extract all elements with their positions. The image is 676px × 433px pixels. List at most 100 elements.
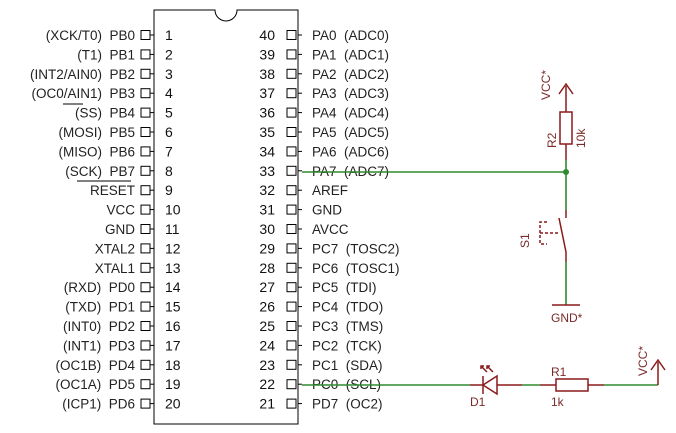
pin-33-pad [286, 165, 297, 176]
pin-25-name: PC3 (TMS) [312, 319, 383, 334]
pin-6-pad [140, 127, 151, 137]
pin-35-number: 35 [259, 124, 275, 140]
pin-31-number: 31 [259, 202, 275, 218]
pin-27-pad [286, 282, 297, 293]
pin-10-pad [140, 204, 151, 215]
pin-40-name: PA0 (ADC0) [312, 28, 389, 43]
pin-10-number: 10 [165, 202, 181, 218]
pin-31-name: GND [312, 203, 342, 218]
pin-12-pad [140, 243, 151, 254]
pin-5-number: 5 [165, 105, 173, 121]
pin-11-number: 11 [165, 221, 180, 237]
pin-39-pad [286, 49, 297, 60]
vcc-top-label: VCC* [539, 70, 553, 100]
pin-29-number: 29 [259, 240, 275, 256]
pin-10-name: VCC [106, 203, 135, 218]
pin-7-name: (MISO) PB6 [58, 144, 135, 159]
d1-name: D1 [470, 395, 486, 409]
d1-light-arrows [480, 365, 494, 373]
pin-14-name: (RXD) PD0 [64, 280, 135, 295]
pin-16-name: (INT0) PD2 [63, 319, 135, 334]
pin-23-pad [286, 359, 297, 370]
pin-40-pad [286, 30, 297, 40]
pin-25-pad [286, 321, 297, 331]
pin-15-pad [140, 301, 151, 312]
pin-1-number: 1 [165, 27, 173, 43]
vcc-right-label: VCC* [636, 346, 650, 376]
pin-3-number: 3 [165, 66, 173, 82]
vcc-top-arrow [558, 82, 574, 95]
pin-12-number: 12 [165, 240, 181, 256]
pin-30-pad [286, 224, 297, 234]
pin-21-pad [286, 398, 297, 409]
pin-19-name: (OC1A) PD5 [55, 377, 135, 392]
s1-actuator [539, 221, 560, 245]
pin-30-number: 30 [259, 221, 275, 237]
pin-17-pad [140, 340, 151, 351]
pin-28-name: PC6 (TOSC1) [312, 261, 400, 276]
ic-body [153, 9, 299, 425]
pin-28-number: 28 [259, 260, 275, 276]
pin-1-pad [140, 30, 151, 40]
pin-15-name: (TXD) PD1 [65, 300, 135, 315]
s1-blade [558, 217, 567, 253]
pin-32-number: 32 [259, 182, 275, 198]
pin-24-pad [286, 340, 297, 351]
pin-9-name: RESET [90, 183, 135, 198]
pin-17-name: (INT1) PD3 [63, 338, 135, 353]
pin-20-number: 20 [165, 396, 181, 412]
pin-21-name: PD7 (OC2) [312, 397, 383, 412]
pin-24-number: 24 [259, 337, 275, 353]
pin-36-name: PA4 (ADC4) [312, 106, 389, 121]
pin-37-name: PA3 (ADC3) [312, 86, 389, 101]
pin-7-pad [140, 146, 151, 157]
pin-38-name: PA2 (ADC2) [312, 67, 389, 82]
pin-12-name: XTAL2 [95, 241, 135, 256]
pin-26-name: PC4 (TDO) [312, 300, 383, 315]
pin-23-number: 23 [259, 357, 275, 373]
vcc-right-arrow [650, 358, 666, 371]
pin-24-name: PC2 (TCK) [312, 338, 382, 353]
pin-7-number: 7 [165, 143, 173, 159]
pin-34-name: PA6 (ADC6) [312, 144, 389, 159]
pin-18-name: (OC1B) PD4 [55, 358, 135, 373]
pin-28-pad [286, 262, 297, 273]
pin-27-name: PC5 (TDI) [312, 280, 377, 295]
pin-40-number: 40 [259, 27, 275, 43]
pin-35-pad [286, 127, 297, 137]
pin-4-number: 4 [165, 85, 173, 101]
pin-13-pad [140, 262, 151, 273]
pin-25-number: 25 [259, 318, 275, 334]
pin-8-name: (SCK) PB7 [65, 164, 135, 179]
pin-19-pad [140, 379, 151, 390]
r2-resistor [559, 111, 573, 145]
pin-39-number: 39 [259, 46, 275, 62]
pin-3-name: (INT2/AIN0) PB2 [30, 67, 135, 82]
pin-5-name: (SS) PB4 [75, 106, 136, 121]
pin-9-number: 9 [165, 182, 173, 198]
pin-14-pad [140, 282, 151, 293]
pin-5-pad [140, 107, 151, 118]
pin-16-number: 16 [165, 318, 181, 334]
pin-8-pad [140, 165, 151, 176]
pin-9-pad [140, 185, 151, 196]
pin-27-number: 27 [259, 279, 275, 295]
pin-22-pad [286, 379, 297, 390]
pin-19-number: 19 [165, 376, 181, 392]
pin-26-pad [286, 301, 297, 312]
pin-18-pad [140, 359, 151, 370]
pin-36-pad [286, 107, 297, 118]
pin-30-name: AVCC [312, 222, 349, 237]
pin-23-name: PC1 (SDA) [312, 358, 383, 373]
pin-37-pad [286, 88, 297, 99]
pin-6-number: 6 [165, 124, 173, 140]
pin-2-name: (T1) PB1 [77, 47, 135, 62]
r1-resistor [555, 378, 589, 392]
pin-2-number: 2 [165, 46, 173, 62]
pin-34-pad [286, 146, 297, 157]
pin-29-pad [286, 243, 297, 254]
pin-32-pad [286, 185, 297, 196]
pin-6-name: (MOSI) PB5 [58, 125, 135, 140]
